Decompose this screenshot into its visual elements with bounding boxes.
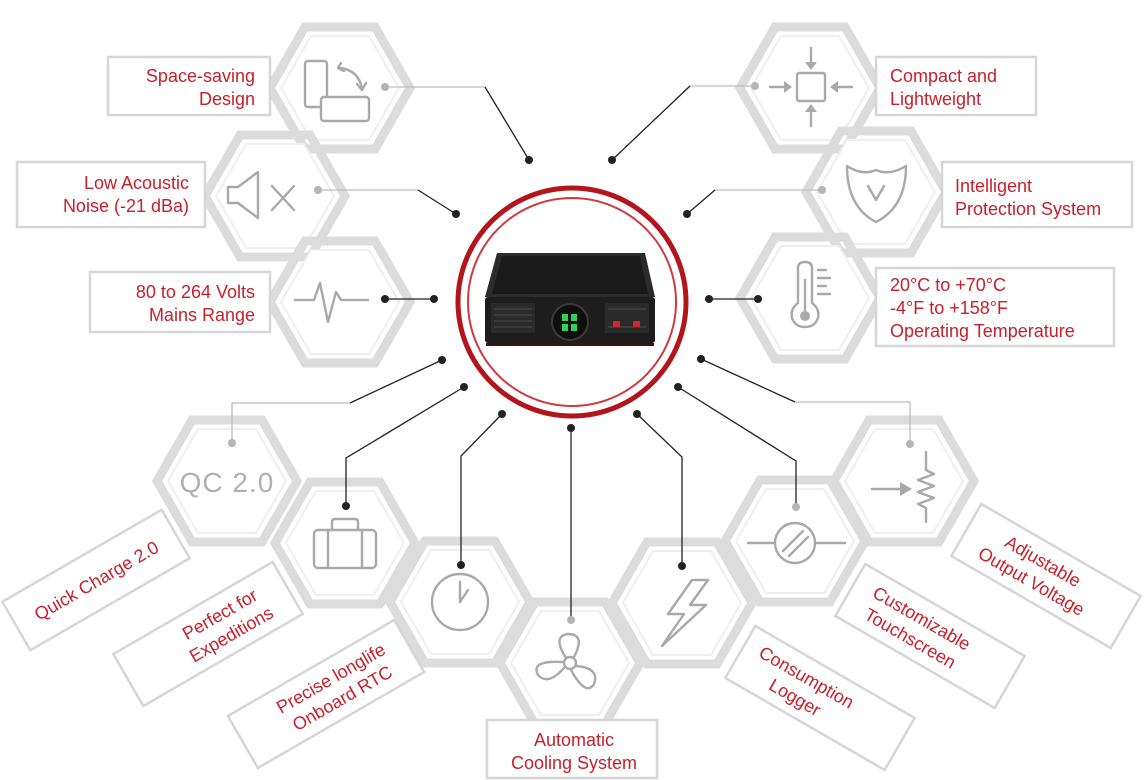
- hex-expeditions: [269, 477, 421, 609]
- label-line: Noise (-21 dBa): [63, 196, 189, 216]
- label-mains: 80 to 264 Volts Mains Range: [88, 270, 272, 334]
- variable-resistor-icon: [870, 450, 936, 524]
- label-compact: Compact and Lightweight: [874, 55, 1038, 117]
- label-line: 80 to 264 Volts: [136, 282, 255, 302]
- resize-rotate-icon: [303, 59, 371, 123]
- label-line: Compact and: [890, 66, 997, 86]
- hex-quick-charge: [151, 415, 303, 547]
- label-temperature: 20°C to +70°C -4°F to +158°F Operating T…: [874, 266, 1116, 348]
- label-line: Operating Temperature: [890, 321, 1075, 341]
- label-line: Lightweight: [890, 89, 981, 109]
- shield-check-icon: [845, 164, 908, 224]
- label-touchscreen: Customizable Touchscreen: [833, 562, 1027, 710]
- waveform-icon: [293, 281, 370, 324]
- label-logger: Consumption Logger: [723, 624, 917, 772]
- briefcase-icon: [312, 517, 378, 570]
- touchscreen-icon: [746, 521, 847, 565]
- label-line: Space-saving: [146, 66, 255, 86]
- label-line: Protection System: [955, 199, 1101, 219]
- hex-mains: [264, 236, 416, 368]
- label-line: Low Acoustic: [84, 173, 189, 193]
- hex-voltage: [828, 415, 980, 547]
- label-voltage: Adjustable Output Voltage: [949, 502, 1143, 650]
- lightning-icon: [660, 578, 710, 648]
- label-line: Mains Range: [149, 305, 255, 325]
- label-line: -4°F to +158°F: [890, 298, 1008, 318]
- power-supply-unit: [485, 253, 655, 346]
- thermometer-icon: [790, 260, 832, 329]
- label-line: Cooling System: [511, 753, 637, 773]
- hex-logger: [606, 537, 758, 669]
- label-cooling: Automatic Cooling System: [485, 718, 659, 780]
- hex-low-noise: [199, 130, 351, 262]
- speaker-mute-icon: [226, 170, 296, 220]
- compress-arrows-icon: [768, 46, 854, 128]
- connectors: [228, 82, 914, 624]
- clock-icon: [430, 572, 490, 632]
- label-rtc: Precise longlife Onboard RTC: [226, 618, 426, 770]
- label-space-saving: Space-saving Design: [106, 55, 272, 117]
- qc-icon-text: QC 2.0: [180, 467, 275, 498]
- label-quick-charge: Quick Charge 2.0: [0, 508, 192, 652]
- label-line: Automatic: [534, 730, 614, 750]
- fan-icon: [535, 632, 597, 690]
- label-line: Design: [199, 89, 255, 109]
- label-low-noise: Low Acoustic Noise (-21 dBa): [15, 160, 207, 229]
- label-protection: Intelligent Protection System: [940, 160, 1134, 229]
- label-line: 20°C to +70°C: [890, 275, 1006, 295]
- label-line: Intelligent: [955, 176, 1032, 196]
